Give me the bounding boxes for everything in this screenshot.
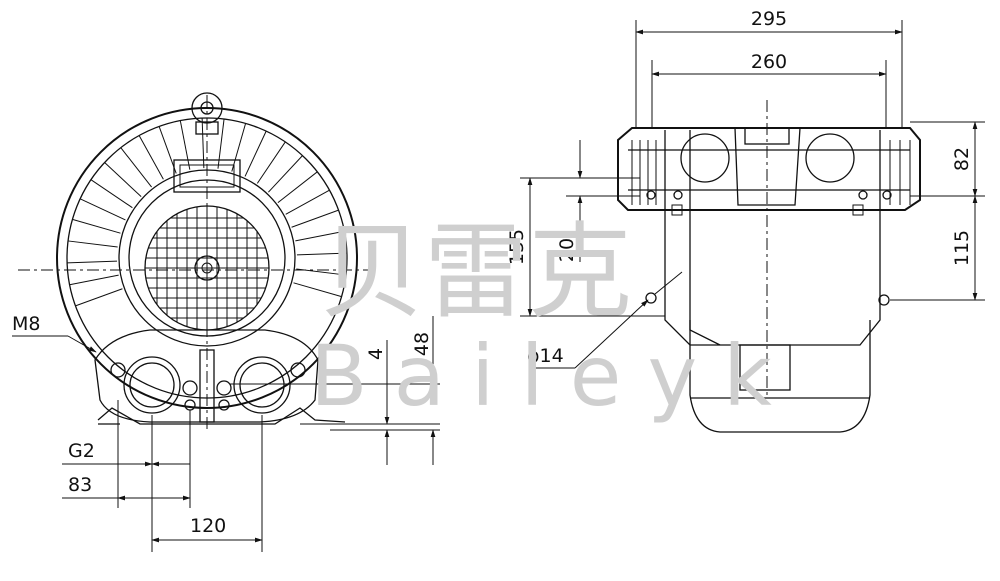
terminal-box [173, 159, 241, 193]
dim-48-label: 48 [411, 332, 433, 356]
dim-phi14-label: ϕ14 [527, 345, 564, 367]
outlet-port [233, 356, 291, 414]
side-view: 295 260 82 115 155 20 ϕ14 [506, 8, 985, 433]
cooling-fins [67, 118, 347, 307]
watermark: 贝雷克 Baileyk [310, 211, 798, 425]
front-view: M8 48 4 G2 83 120 [12, 92, 440, 552]
dim-82-label: 82 [951, 147, 973, 171]
blower-casing [56, 107, 358, 409]
dim-115-label: 115 [951, 230, 973, 266]
dim-g2-label: G2 [68, 440, 95, 462]
pump-head [617, 127, 921, 211]
dim-120-label: 120 [190, 515, 226, 537]
dim-155-label: 155 [506, 229, 528, 265]
dim-m8-label: M8 [12, 313, 40, 335]
dim-20-label: 20 [556, 238, 578, 262]
port-housing [94, 329, 319, 423]
dim-295-label: 295 [751, 8, 787, 30]
inlet-port [123, 356, 181, 414]
dim-260-label: 260 [751, 51, 787, 73]
motor-fan-cover [144, 205, 270, 331]
dim-83-label: 83 [68, 474, 92, 496]
watermark-chinese: 贝雷克 [320, 211, 632, 333]
dim-4-label: 4 [365, 348, 387, 360]
watermark-latin: Baileyk [310, 327, 798, 425]
